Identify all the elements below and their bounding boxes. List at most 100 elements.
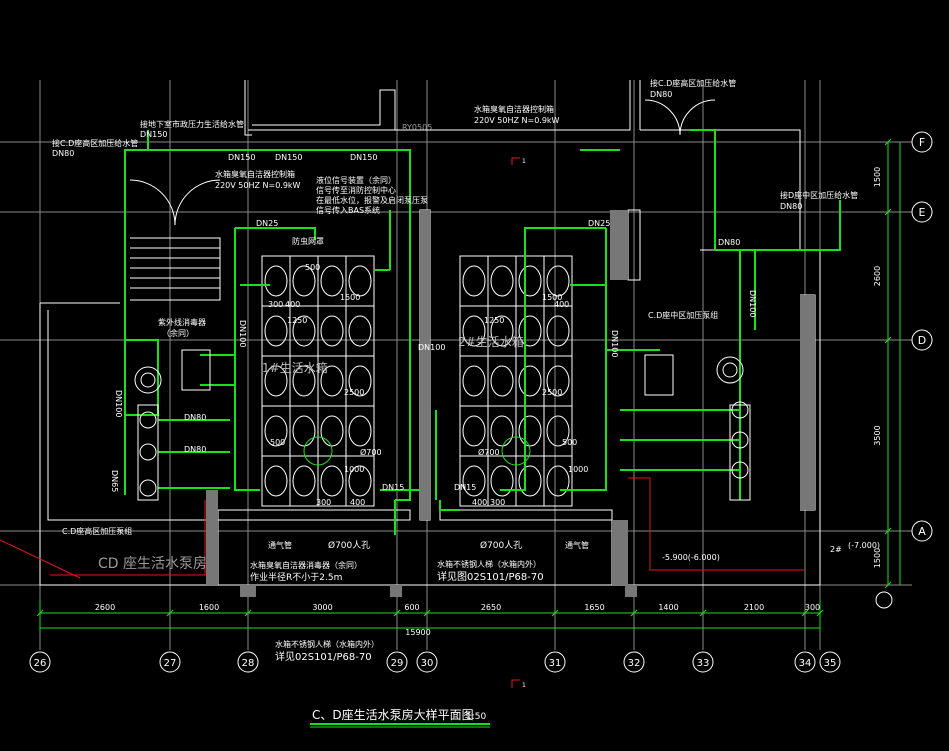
pipe-label: DN100 <box>748 290 757 317</box>
tank-dim-label: 300 <box>268 300 283 309</box>
tank-panel-circle <box>462 265 486 297</box>
pump-group-left <box>134 349 211 501</box>
tank-panel-circle <box>490 415 514 447</box>
grid-bubble-col-label: 28 <box>242 658 255 669</box>
tank-panel-circle <box>320 415 344 447</box>
tank-panel-circle <box>490 315 514 347</box>
label-a4c: 在最低水位，报警及启闭泵压泵 <box>316 195 428 205</box>
dim-right-label: 1500 <box>873 548 882 568</box>
tank-panel-circle <box>292 365 316 397</box>
grid-bubble-col-label: 27 <box>164 658 177 669</box>
grid-bubble-col-label: 34 <box>799 658 812 669</box>
wall-column-right <box>612 520 628 585</box>
tank-panel <box>487 255 517 307</box>
elevation-1: -5.900(-6.000) <box>662 553 720 562</box>
label-a13b: 作业半径R不小于2.5m <box>250 571 342 583</box>
pipe-label: DN25 <box>256 219 278 228</box>
grid-bubble-col <box>692 651 714 673</box>
pipe-label: DN80 <box>184 413 206 422</box>
tank-panel-circle <box>264 315 288 347</box>
grid-bubble-row <box>911 201 933 223</box>
tank-panel <box>543 455 573 507</box>
tank-panel <box>459 255 489 307</box>
pipe-label: DN150 <box>275 153 302 162</box>
elevation-3: 2# <box>830 545 842 554</box>
section-mark-top: 1 <box>522 158 526 165</box>
label-a2: 接C.D座高区加压给水管 <box>52 138 138 148</box>
water-tank-1 <box>261 255 375 507</box>
tank-dim-label: 400 <box>285 300 300 309</box>
dimension-right <box>887 142 901 585</box>
tank-panel-circle <box>292 315 316 347</box>
dim-bottom-label: 2650 <box>481 603 501 612</box>
tank-panel-circle <box>546 365 570 397</box>
wall-column-left <box>206 490 218 585</box>
pipe-label: DN100 <box>114 390 123 417</box>
label-a11: 防虫网罩 <box>292 236 324 246</box>
tank-dim-label: 1000 <box>568 465 588 474</box>
tank-dim-label: 500 <box>562 438 577 447</box>
pump-group-right <box>644 354 751 501</box>
label-a4d: 信号传入BAS系统 <box>316 205 380 215</box>
grid-bubble-col-label: 33 <box>697 658 710 669</box>
dim-bottom-label: 1650 <box>584 603 604 612</box>
label-a1: 接地下室市政压力生活给水管 <box>140 119 244 129</box>
water-tank-2 <box>459 255 573 507</box>
tank-panel <box>515 455 545 507</box>
tank-panel-circle <box>320 315 344 347</box>
grid-bubble-row-label: A <box>918 525 926 538</box>
tank-dim-label: 400 <box>350 498 365 507</box>
tank-panel-circle <box>462 415 486 447</box>
tank-panel <box>289 455 319 507</box>
dim-total: 15900 <box>405 628 430 637</box>
tank-dim-label: Ø700 <box>478 447 500 457</box>
wall-column-mid <box>420 210 430 520</box>
manhole <box>303 436 333 466</box>
stair <box>129 99 716 301</box>
dim-bottom-label: 2100 <box>744 603 764 612</box>
tank-panel <box>345 305 375 357</box>
tank-panel-circle <box>518 415 542 447</box>
grid-bubble-row <box>911 329 933 351</box>
pipe-label: DN25 <box>588 219 610 228</box>
tank-panel-circle <box>320 365 344 397</box>
dim-right-label: 2600 <box>873 266 882 286</box>
pipe-label: DN65 <box>110 470 119 492</box>
tank-panel <box>543 305 573 357</box>
label-a7b: DN80 <box>780 202 802 211</box>
tank-panel <box>543 355 573 407</box>
tank-panel-circle <box>490 365 514 397</box>
tank-panel-circle <box>348 315 372 347</box>
room-label: CD 座生活水泵房 <box>98 556 207 572</box>
tank-panel-circle <box>320 265 344 297</box>
tank-panel-circle <box>546 465 570 497</box>
tank-panel-circle <box>518 315 542 347</box>
grid-bubble-col <box>794 651 816 673</box>
tank-panel-circle <box>348 265 372 297</box>
label-a4b: 信号传至消防控制中心 <box>316 185 396 195</box>
pipe-label: DN150 <box>350 153 377 162</box>
grid-bubble-col <box>159 651 181 673</box>
label-a8: 紫外线消毒器 <box>158 317 206 327</box>
tank-dim-label: 1000 <box>344 465 364 474</box>
tank-dim-label: 1500 <box>542 293 562 302</box>
dim-bottom-label: 300 <box>805 603 820 612</box>
pipes <box>124 129 841 535</box>
tank-dim-label: 2500 <box>542 388 562 397</box>
label-a18: 通气管 <box>565 540 589 550</box>
label-a3: 水箱臭氧自洁器控制箱 <box>215 169 295 179</box>
tank-panel <box>261 305 291 357</box>
grid-bubble-col <box>237 651 259 673</box>
pipe-label: DN80 <box>184 445 206 454</box>
wall-column <box>610 210 628 280</box>
tank-panel <box>261 255 291 307</box>
grid-bubble-col-label: 26 <box>34 658 47 669</box>
grid-bubble-col-label: 32 <box>628 658 641 669</box>
dim-right-label: 3500 <box>873 425 882 445</box>
tank-panel-circle <box>518 265 542 297</box>
pipe-label: DN100 <box>238 320 247 347</box>
manhole <box>501 436 531 466</box>
grid-bubble-row-label: E <box>919 206 926 219</box>
tank-panel-circle <box>546 315 570 347</box>
